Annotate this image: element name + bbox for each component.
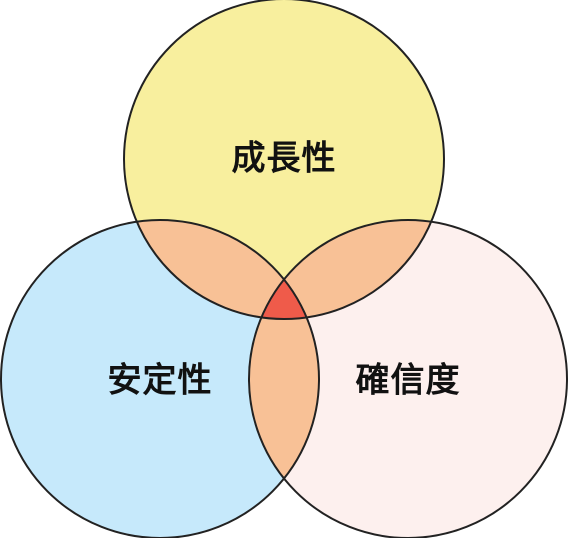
overlap-top-right — [249, 220, 444, 319]
circle-left-outline — [0, 219, 320, 538]
label-growth: 成長性 — [232, 139, 337, 179]
label-stability: 安定性 — [108, 361, 213, 401]
circle-right-outline — [248, 219, 568, 538]
overlap-top-left — [124, 220, 319, 319]
label-confidence: 確信度 — [356, 361, 461, 401]
circle-top-outline — [123, 0, 445, 320]
